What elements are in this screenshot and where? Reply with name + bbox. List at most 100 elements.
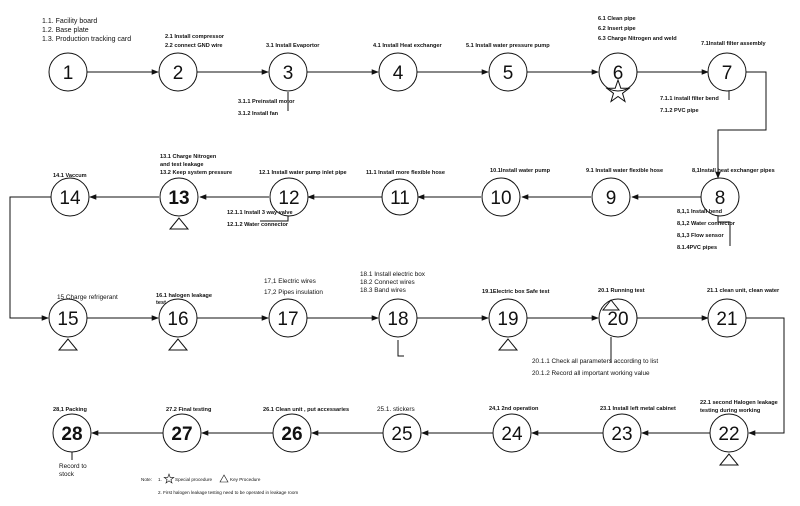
svg-text:9: 9 bbox=[606, 188, 617, 209]
step-node: 8 bbox=[700, 177, 740, 217]
svg-text:12: 12 bbox=[278, 188, 299, 209]
sub-note-20: 20.1.1 Check all parameters according to… bbox=[532, 358, 658, 377]
leader-8 bbox=[717, 216, 731, 246]
step-node: 16 bbox=[158, 298, 198, 338]
svg-text:5: 5 bbox=[503, 63, 514, 84]
svg-text:1: 1 bbox=[63, 63, 74, 84]
svg-text:18: 18 bbox=[387, 309, 408, 330]
leader-18 bbox=[397, 340, 404, 357]
step-node: 17 bbox=[268, 298, 308, 338]
step-label: 7.1Install filter assembly bbox=[701, 41, 767, 47]
top-notes: 1.1. Facility board 1.2. Base plate 1.3.… bbox=[42, 18, 131, 43]
svg-text:15: 15 bbox=[57, 309, 78, 330]
step-node: 6 bbox=[598, 52, 638, 92]
step-node: 21 bbox=[707, 298, 747, 338]
svg-text:26: 26 bbox=[281, 424, 302, 445]
svg-text:17: 17 bbox=[277, 309, 298, 330]
step-label: 15 Charge refrigerant bbox=[57, 294, 118, 301]
note-2: 2. First halogen leakage testing need to… bbox=[158, 490, 298, 495]
note-number: 1. bbox=[158, 477, 162, 482]
step-label: 24,1 2nd operation bbox=[489, 406, 539, 412]
step-node: 5 bbox=[488, 52, 528, 92]
step-label: 5.1 Install water pressure pump bbox=[466, 43, 550, 49]
step-label: 10.1Install water pump bbox=[490, 168, 551, 174]
special-procedure-star-icon bbox=[163, 473, 175, 484]
procedure-markers bbox=[57, 78, 740, 466]
step-node: 15 bbox=[48, 298, 88, 338]
connectors bbox=[9, 69, 785, 460]
step-label: 9.1 Install water flexible hose bbox=[586, 168, 663, 174]
svg-text:28: 28 bbox=[61, 424, 82, 445]
step-node: 1 bbox=[48, 52, 88, 92]
step-label: 8,1Install heat exchanger pipes bbox=[692, 168, 775, 174]
svg-text:27: 27 bbox=[171, 424, 192, 445]
top-note: 1.2. Base plate bbox=[42, 27, 89, 34]
special-procedure-star-icon bbox=[605, 78, 631, 103]
step-node: 26 bbox=[272, 413, 312, 453]
note-key: Key Procedure bbox=[230, 477, 261, 482]
step-node: 9 bbox=[591, 177, 631, 217]
note-prefix: Note: bbox=[141, 477, 152, 482]
step-node: 12 bbox=[269, 177, 309, 217]
step-label: 21.1 clean unit, clean water bbox=[707, 288, 780, 294]
step-node: 22 bbox=[709, 413, 749, 453]
arrow-7-8 bbox=[715, 71, 767, 179]
svg-text:22: 22 bbox=[718, 424, 739, 445]
svg-text:13: 13 bbox=[168, 188, 189, 209]
svg-text:25: 25 bbox=[391, 424, 412, 445]
svg-text:14: 14 bbox=[59, 188, 81, 209]
step-label: 26.1 Clean unit , put accessaries bbox=[263, 407, 349, 413]
svg-text:24: 24 bbox=[501, 424, 523, 445]
svg-text:11: 11 bbox=[390, 188, 410, 209]
step-node: 11 bbox=[381, 178, 419, 216]
key-procedure-triangle-icon bbox=[497, 338, 519, 351]
step-node: 18 bbox=[378, 298, 418, 338]
step-node: 24 bbox=[492, 413, 532, 453]
step-node: 27 bbox=[162, 413, 202, 453]
step-node: 25 bbox=[382, 413, 422, 453]
step-label: 23.1 Install left metal cabinet bbox=[600, 406, 676, 412]
key-procedure-triangle-icon bbox=[168, 217, 190, 230]
key-procedure-triangle-icon bbox=[601, 299, 621, 311]
top-note: 1.1. Facility board bbox=[42, 18, 97, 25]
step-label: 14.1 Vaccum bbox=[53, 173, 87, 179]
arrow-14-15 bbox=[9, 196, 51, 321]
svg-text:2: 2 bbox=[173, 63, 184, 84]
step-label: 28,1 Packing bbox=[53, 407, 87, 413]
svg-text:21: 21 bbox=[716, 309, 737, 330]
step-node: 10 bbox=[481, 177, 521, 217]
step-node: 20 bbox=[598, 298, 638, 338]
step-node: 13 bbox=[159, 177, 199, 217]
svg-text:16: 16 bbox=[167, 309, 188, 330]
step-label: 19.1Electric box Safe test bbox=[482, 289, 550, 295]
svg-text:4: 4 bbox=[393, 63, 404, 84]
top-note: 1.3. Production tracking card bbox=[42, 36, 131, 43]
key-procedure-triangle-icon bbox=[167, 338, 189, 351]
step-node: 23 bbox=[602, 413, 642, 453]
step-label: 20.1 Running test bbox=[598, 288, 645, 294]
leader-12 bbox=[260, 216, 289, 222]
step-label: 12.1 Install water pump inlet pipe bbox=[259, 170, 347, 176]
svg-text:8: 8 bbox=[715, 188, 726, 209]
svg-text:7: 7 bbox=[722, 63, 733, 84]
step-node: 2 bbox=[158, 52, 198, 92]
step-label: 11.1 Install more flexible hose bbox=[366, 170, 445, 176]
legend-notes: Note: 1. Special procedure Key Procedure… bbox=[141, 473, 298, 495]
step-node: 4 bbox=[378, 52, 418, 92]
step-node: 7 bbox=[707, 52, 747, 92]
step-label: 25.1. stickers bbox=[377, 406, 415, 413]
key-procedure-triangle-icon bbox=[718, 453, 740, 466]
